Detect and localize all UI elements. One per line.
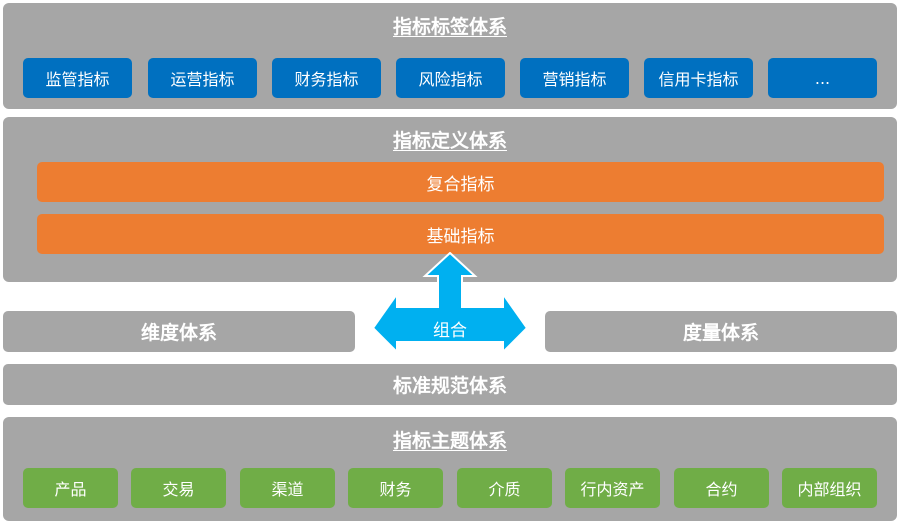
theme-system-panel: 指标主题体系 产品 交易 渠道 财务 介质 行内资产 合约 内部组织 [3,417,897,521]
composite-indicator-bar: 复合指标 [37,162,884,202]
theme-chip: 渠道 [240,468,335,508]
theme-chip: 介质 [457,468,552,508]
tag-chip: 营销指标 [520,58,629,98]
tag-chip: 运营指标 [148,58,257,98]
standard-system-label: 标准规范体系 [392,375,507,397]
theme-chip: 行内资产 [565,468,660,508]
combine-arrow-icon [371,252,529,354]
tag-system-panel: 指标标签体系 监管指标 运营指标 财务指标 风险指标 营销指标 信用卡指标 ..… [3,3,897,109]
theme-chip: 内部组织 [782,468,877,508]
basic-indicator-bar: 基础指标 [37,214,884,254]
definition-system-title: 指标定义体系 [392,130,507,152]
measure-system-label: 度量体系 [682,322,759,344]
combine-arrow-shape [371,252,529,354]
theme-chip: 交易 [131,468,226,508]
tag-chip: 风险指标 [396,58,505,98]
combine-label: 组合 [433,320,467,341]
theme-chip: 产品 [23,468,118,508]
dimension-system-label: 维度体系 [140,322,217,344]
tag-chip-more: ... [768,58,877,98]
tag-chip: 财务指标 [272,58,381,98]
measure-system-panel: 度量体系 [545,311,897,352]
tag-chip: 监管指标 [23,58,132,98]
theme-chip: 财务 [348,468,443,508]
tag-chip: 信用卡指标 [644,58,753,98]
standard-system-panel: 标准规范体系 [3,364,897,405]
theme-system-title: 指标主题体系 [392,430,507,452]
tag-system-title: 指标标签体系 [392,16,507,38]
dimension-system-panel: 维度体系 [3,311,355,352]
theme-chip: 合约 [674,468,769,508]
